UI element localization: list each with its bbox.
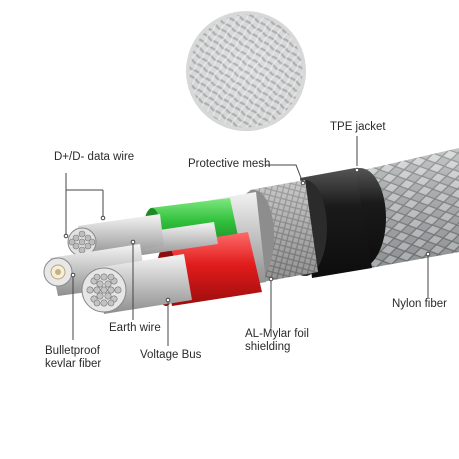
label-data-wire: D+/D- data wire: [54, 151, 135, 163]
label-voltage-bus: Voltage Bus: [140, 349, 202, 361]
label-al-mylar-line1: AL-Mylar foil: [245, 328, 309, 340]
label-al-mylar-line2: shielding: [245, 341, 291, 353]
label-protective-mesh: Protective mesh: [188, 158, 271, 170]
label-tpe-jacket: TPE jacket: [330, 121, 386, 133]
label-nylon-fiber: Nylon fiber: [392, 298, 447, 310]
callout-lines: [65, 136, 429, 346]
label-earth-wire: Earth wire: [109, 322, 161, 334]
label-kevlar-line2: kevlar fiber: [45, 358, 102, 370]
voltage-bus-strands: [81, 254, 192, 314]
mesh-magnifier: [186, 11, 306, 131]
label-kevlar-line1: Bulletproof: [45, 345, 100, 357]
callout-dots: [63, 167, 431, 303]
